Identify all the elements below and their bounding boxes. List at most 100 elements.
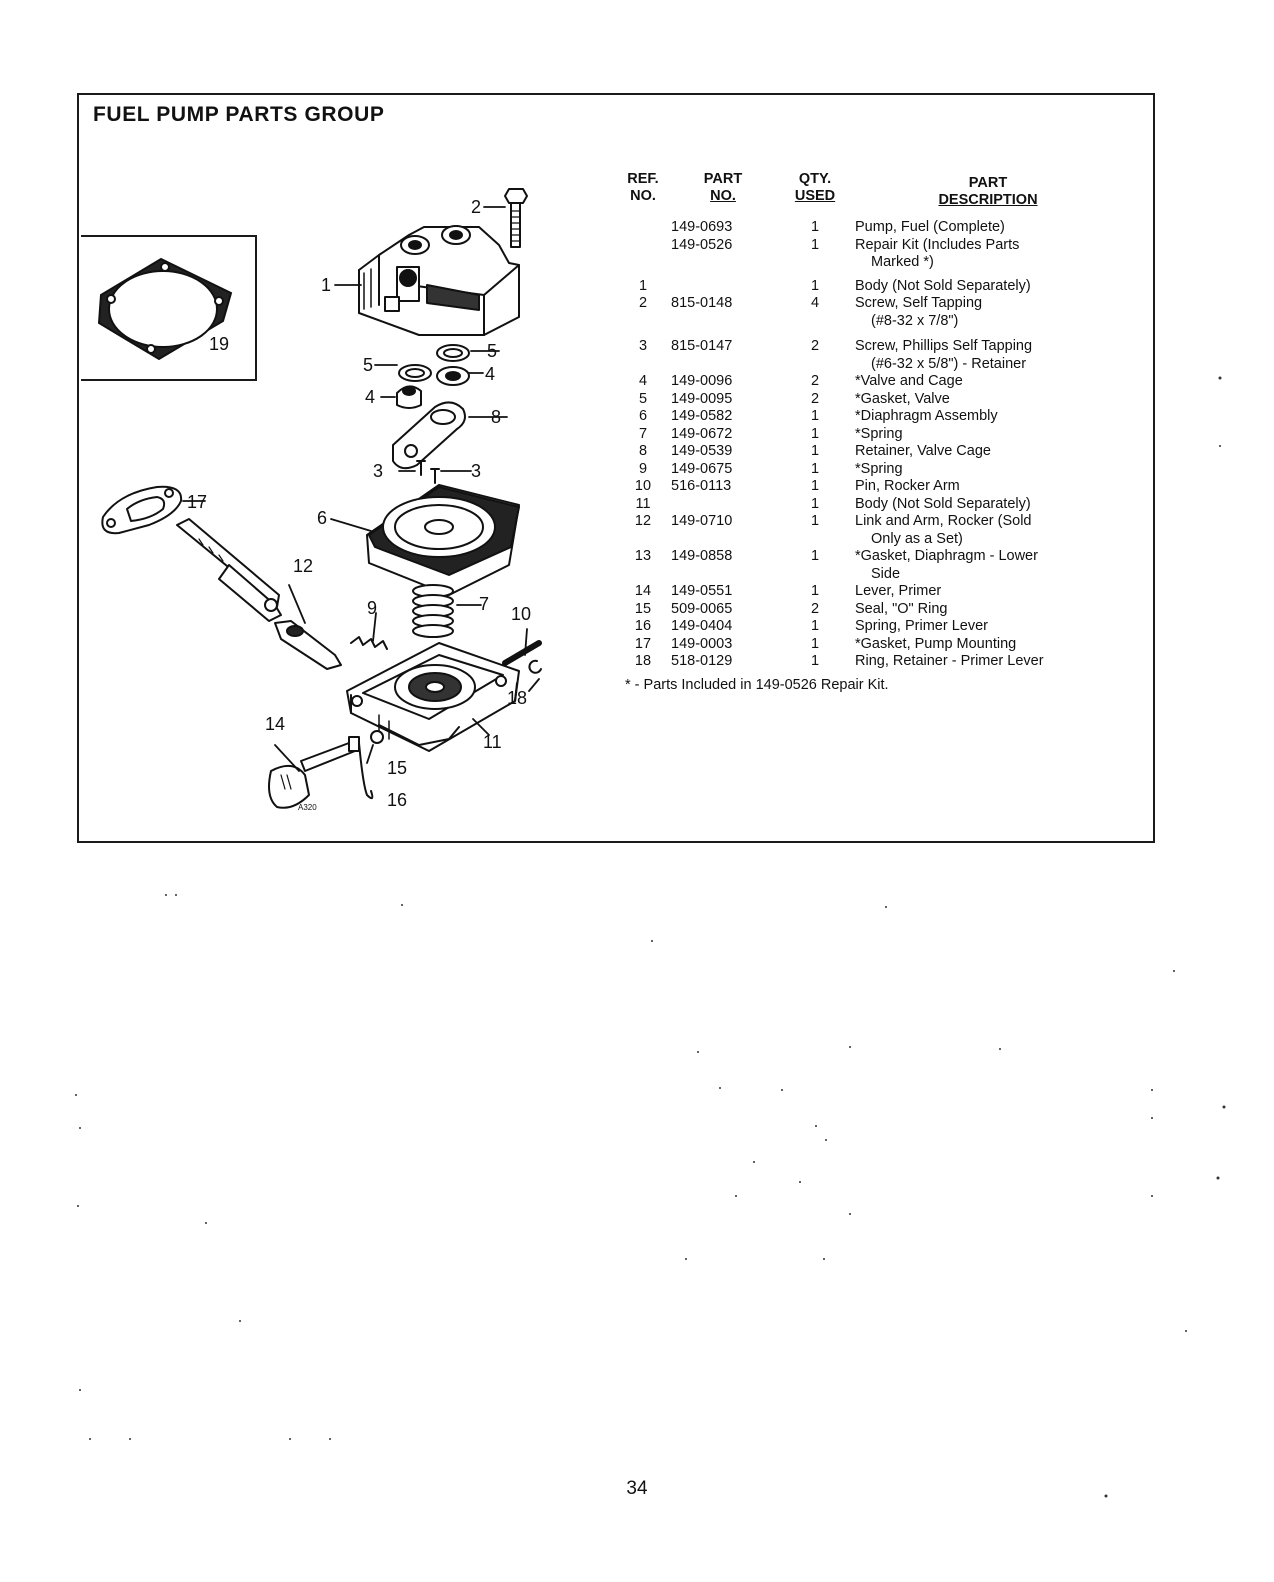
parts-group-frame: FUEL PUMP PARTS GROUP <box>77 93 1155 843</box>
qty-cell: 1 <box>810 277 820 294</box>
description-line: Ring, Retainer - Primer Lever <box>855 653 1044 669</box>
description-cell: Lever, Primer <box>855 583 1155 601</box>
description-line: *Gasket, Diaphragm - Lower <box>855 548 1038 564</box>
callout-4-left: 4 <box>365 387 376 407</box>
ref-no-cell: 14 <box>634 583 652 599</box>
header-part-line1: PART <box>703 171 743 187</box>
qty-cell: 2 <box>810 373 820 389</box>
qty-cell: 2 <box>810 338 820 354</box>
part-no-cell: 149-0003 <box>671 635 733 652</box>
description-line: (#6-32 x 5/8") - Retainer <box>871 355 1027 372</box>
part-no-cell: 149-0672 <box>671 425 733 442</box>
ref-no-cell: 8 <box>638 443 648 459</box>
ref-no-cell: 3 <box>638 338 648 354</box>
part-no-cell: 149-0095 <box>671 390 733 407</box>
description-line: *Spring <box>855 460 903 477</box>
description-cell: Ring, Retainer - Primer Lever <box>855 653 1155 671</box>
callout-16: 16 <box>387 790 408 810</box>
header-qty-used: QTY. USED <box>789 171 841 204</box>
parts-table: REF. NO. PART NO. QTY. USED PART DESCRIP… <box>617 171 1137 671</box>
description-line: Seal, "O" Ring <box>855 600 948 617</box>
ref-no-cell: 10 <box>634 478 652 494</box>
footnote: * - Parts Included in 149-0526 Repair Ki… <box>625 677 889 693</box>
description-line: (#8-32 x 7/8") <box>871 312 959 329</box>
part-no-cell: 509-0065 <box>671 600 733 617</box>
description-line: Body (Not Sold Separately) <box>855 495 1031 512</box>
diaphragm-drawing <box>366 484 520 596</box>
qty-cell: 1 <box>810 425 820 442</box>
description-line: Link and Arm, Rocker (Sold <box>855 513 1032 529</box>
qty-cell: 1 <box>810 219 820 235</box>
qty-cell: 1 <box>810 408 820 424</box>
exploded-parts-diagram <box>101 188 542 809</box>
description-line: Body (Not Sold Separately) <box>855 277 1031 294</box>
header-part-no: PART NO. <box>679 171 767 204</box>
qty-cell: 1 <box>810 513 820 529</box>
description-line: Screw, Phillips Self Tapping <box>855 338 1033 354</box>
description-cell: Pin, Rocker Arm <box>855 478 1155 496</box>
callout-2: 2 <box>471 197 482 217</box>
callout-18: 18 <box>507 688 528 708</box>
part-no-cell: 149-0710 <box>671 513 733 529</box>
description-line: Only as a Set) <box>871 530 963 547</box>
description-cell: *Gasket, Valve <box>855 391 1155 409</box>
description-cell: Body (Not Sold Separately) <box>855 278 1155 296</box>
qty-cell: 1 <box>810 548 820 564</box>
qty-cell: 2 <box>810 390 820 407</box>
ref-no-cell: 18 <box>634 653 652 669</box>
callout-19: 19 <box>209 334 230 354</box>
header-desc-line2: DESCRIPTION <box>938 191 1038 208</box>
description-line: *Gasket, Pump Mounting <box>855 635 1017 652</box>
qty-cell: 1 <box>810 478 820 494</box>
small-spring-drawing <box>350 636 388 650</box>
header-desc-line1: PART <box>968 175 1008 191</box>
ref-no-cell: 4 <box>638 373 648 389</box>
figure-code: A320 <box>298 803 317 812</box>
description-line: *Gasket, Valve <box>855 390 950 407</box>
part-no-cell: 149-0675 <box>671 460 733 477</box>
part-no-cell: 149-0858 <box>671 548 733 564</box>
ref-no-cell: 1 <box>638 277 648 294</box>
qty-cell: 1 <box>810 635 820 652</box>
qty-cell: 1 <box>810 653 820 669</box>
description-line: *Spring <box>855 425 903 442</box>
mounting-gasket-drawing <box>101 485 183 535</box>
description-cell: *Spring <box>855 426 1155 444</box>
description-line: Spring, Primer Lever <box>855 618 988 634</box>
qty-cell: 4 <box>810 295 820 311</box>
ref-no-cell: 13 <box>634 548 652 564</box>
ref-no-cell: 7 <box>638 425 648 442</box>
description-cell: Body (Not Sold Separately) <box>855 496 1155 514</box>
description-cell: Pump, Fuel (Complete) <box>855 219 1155 237</box>
callout-15: 15 <box>387 758 408 778</box>
qty-cell: 1 <box>810 443 820 459</box>
callout-4-right: 4 <box>485 364 496 384</box>
description-line: *Diaphragm Assembly <box>855 408 998 424</box>
callout-11: 11 <box>483 732 502 752</box>
part-no-cell: 149-0096 <box>671 373 733 389</box>
header-ref-line1: REF. <box>627 171 659 187</box>
ref-no-cell: 15 <box>634 600 652 617</box>
callout-14: 14 <box>265 714 286 734</box>
o-ring-drawing <box>370 730 384 744</box>
primer-spring-drawing <box>358 742 374 800</box>
callout-7: 7 <box>479 594 490 614</box>
callout-10: 10 <box>511 604 532 624</box>
part-no-cell: 149-0539 <box>671 443 733 459</box>
callout-5-left: 5 <box>363 355 374 375</box>
